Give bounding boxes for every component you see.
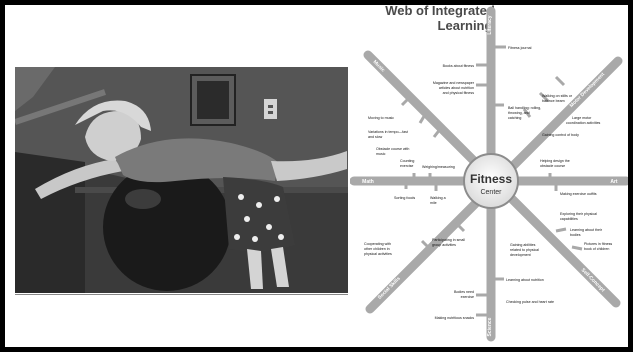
spoke-label-science: Science	[487, 317, 493, 336]
activity-label: and physical fitness	[443, 91, 475, 95]
activity-label: other children in	[364, 247, 390, 251]
photo-illustration	[15, 67, 348, 293]
activity-label: related to physical	[510, 248, 539, 252]
activity-label: Making nutritious snacks	[435, 316, 475, 320]
activity-label: and slow	[368, 135, 383, 139]
spoke-label-motor-development: Motor Development	[569, 71, 606, 108]
activity-label: Exploring their physical	[560, 212, 597, 216]
spoke-label-literacy: Literacy	[487, 15, 493, 34]
activity-label: Participating in small	[432, 238, 465, 242]
activity-label: articles about nutrition	[439, 86, 474, 90]
activity-label: throwing, and	[508, 111, 530, 115]
activity-label: Helping design the	[540, 159, 570, 163]
spoke-label-math: Math	[362, 179, 374, 185]
activity-label: Checking pulse and heart rate	[506, 300, 554, 304]
activity-label: catching	[508, 116, 521, 120]
spoke-label-social-skills: Social Skills	[377, 276, 402, 301]
activity-label: Variations in tempo—fast	[368, 130, 408, 134]
activity-label: Moving to music	[368, 116, 394, 120]
photo-rule	[15, 294, 348, 295]
web-title-line2: Learning	[438, 18, 493, 33]
activity-label: Weighing/measuring	[422, 165, 455, 169]
activity-label: Counting	[400, 159, 414, 163]
book-spread: Web of Integrated Learning	[5, 5, 628, 347]
web-title-line1: Web of Integrated	[385, 5, 495, 18]
activity-label: Learning about nutrition	[506, 278, 544, 282]
activity-label: development	[510, 253, 531, 257]
activity-label: book of children	[584, 247, 609, 251]
integrated-learning-web: Web of Integrated Learning	[350, 5, 628, 347]
activity-label: Walking on stilts or	[542, 94, 573, 98]
activity-label: Gaining abilities	[510, 243, 536, 247]
photo-page	[5, 5, 350, 347]
activity-label: Large motor	[572, 116, 592, 120]
activity-label: Books about fitness	[443, 64, 475, 68]
center-title: Fitness	[470, 172, 512, 186]
activity-label: music	[376, 152, 386, 156]
activity-label: Pictures in fitness	[584, 242, 612, 246]
activity-label: coordination activities	[566, 121, 601, 125]
child-on-exercise-ball-photo	[15, 67, 348, 293]
activity-label: Cooperating with	[364, 242, 391, 246]
center-subtitle: Center	[480, 189, 502, 196]
activity-label: bodies	[570, 233, 581, 237]
activity-label: exercise	[461, 295, 474, 299]
activity-label: physical activities	[364, 252, 392, 256]
activity-label: balance beam	[542, 99, 565, 103]
activity-label: obstacle course	[540, 164, 565, 168]
activity-label: group activities	[432, 243, 456, 247]
spoke-label-art: Art	[610, 179, 618, 185]
activity-label: Walking a	[430, 196, 446, 200]
activity-label: Sorting foods	[394, 196, 415, 200]
activity-label: Gaining control of body	[542, 133, 579, 137]
activity-label: Learning about their	[570, 228, 603, 232]
activity-label: Obstacle course with	[376, 147, 409, 151]
activity-label: exercise	[400, 164, 413, 168]
activity-label: Making exercise outfits	[560, 192, 597, 196]
activity-label: Bodies need	[454, 290, 474, 294]
spoke-label-self-concept: Self-Concept	[580, 267, 606, 293]
activity-label: Ball handling: rolling,	[508, 106, 541, 110]
activity-label: Fitness journal	[508, 46, 532, 50]
activity-label: mile	[430, 201, 437, 205]
activity-label: Magazine and newspaper	[433, 81, 475, 85]
activity-label: capabilities	[560, 217, 578, 221]
web-of-learning-page: Web of Integrated Learning	[350, 5, 628, 347]
